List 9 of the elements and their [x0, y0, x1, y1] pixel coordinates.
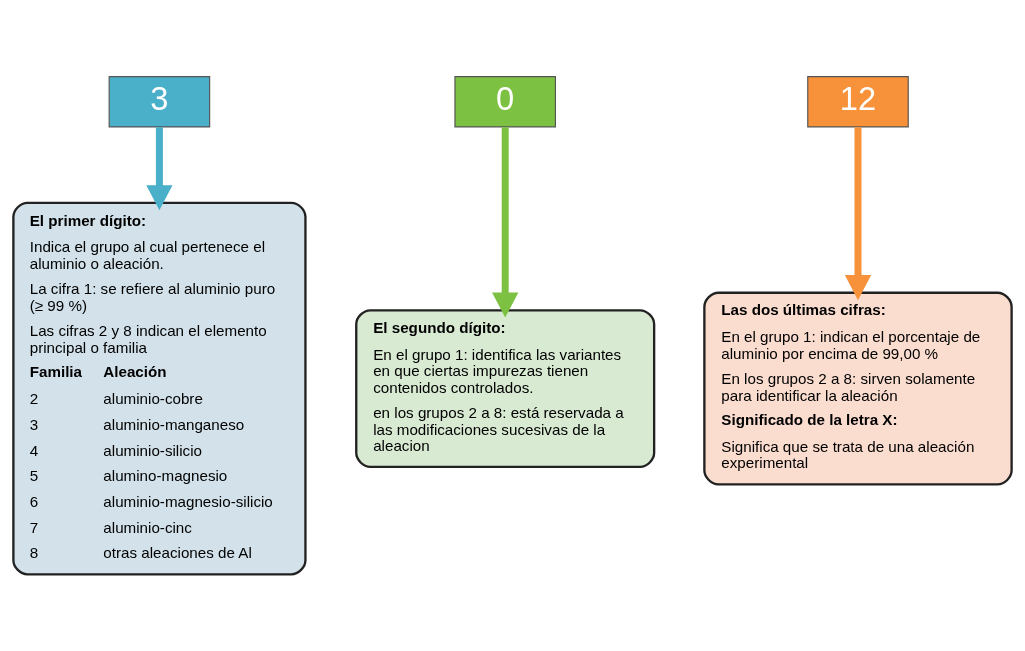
node-box: 12	[807, 76, 909, 128]
node-box: Las dos últimas cifras: En el grupo 1: indican el porcentaje de aluminio por encima de 99,00 % En los grupos 2 a 8: sirven solamente para identificar la aleación Significado de la letra X: Significa que se trata de una aleación experimental	[703, 291, 1013, 486]
arrow	[146, 127, 173, 211]
arrow	[492, 127, 519, 318]
node-box: 3	[108, 76, 211, 128]
node-box: El segundo dígito: En el grupo 1: identifica las variantes en que ciertas impurezas tienen contenidos controlados. en los grupos 2 a 8: está reservada a las modificaciones sucesivas de la aleacion	[355, 309, 656, 469]
node-box: 0	[454, 76, 556, 128]
node-box: El primer dígito: Indica el grupo al cual pertenece el aluminio o aleación. La cifra 1: se refiere al aluminio puro (≥ 99 %) Las cifras 2 y 8 indican el elemento principal o familia Familia Aleación 2 aluminio-cobre 3 aluminio-manganeso 4 aluminio-silicio 5 alumino-magnesio 6 aluminio-magnesio-silicio 7 aluminio-cinc 8 otras aleaciones de Al	[12, 201, 307, 576]
arrow	[844, 127, 872, 301]
